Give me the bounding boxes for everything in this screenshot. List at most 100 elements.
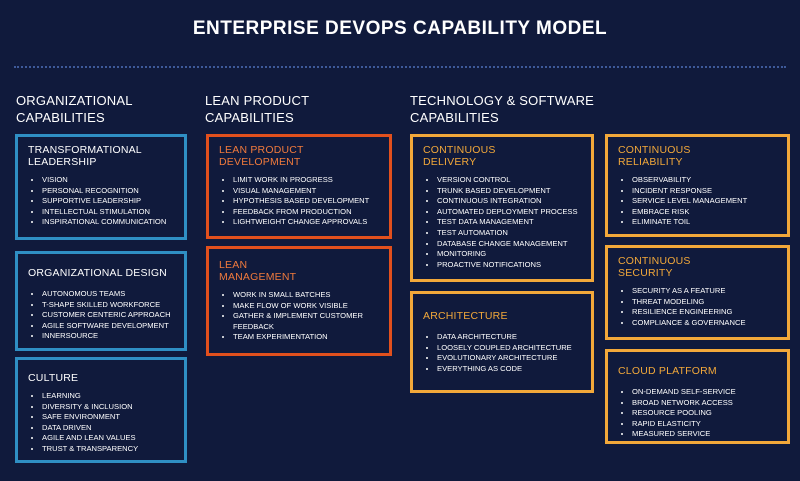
- box-title: CONTINUOUS RELIABILITY: [618, 144, 777, 168]
- list-item: WORK IN SMALL BATCHES: [233, 290, 379, 301]
- box-title-line: RELIABILITY: [618, 156, 683, 168]
- list-item: TEST AUTOMATION: [437, 228, 581, 239]
- box-lean-management: LEAN MANAGEMENT WORK IN SMALL BATCHESMAK…: [206, 246, 392, 356]
- box-transformational-leadership: TRANSFORMATIONAL LEADERSHIP VISIONPERSON…: [15, 134, 187, 240]
- dotted-divider: [14, 66, 786, 68]
- box-title-line: LEAN: [219, 259, 248, 271]
- box-organizational-design: ORGANIZATIONAL DESIGN AUTONOMOUS TEAMST-…: [15, 251, 187, 351]
- list-item: EVOLUTIONARY ARCHITECTURE: [437, 353, 581, 364]
- item-list: WORK IN SMALL BATCHESMAKE FLOW OF WORK V…: [219, 290, 379, 343]
- heading-technology-software-capabilities: TECHNOLOGY & SOFTWARE CAPABILITIES: [410, 92, 594, 126]
- box-title-line: LEADERSHIP: [28, 156, 97, 168]
- list-item: LIMIT WORK IN PROGRESS: [233, 175, 379, 186]
- item-list: AUTONOMOUS TEAMST-SHAPE SKILLED WORKFORC…: [28, 289, 174, 342]
- list-item: INTELLECTUAL STIMULATION: [42, 207, 174, 218]
- heading-line: ORGANIZATIONAL: [16, 93, 133, 108]
- item-list: VISIONPERSONAL RECOGNITIONSUPPORTIVE LEA…: [28, 175, 174, 228]
- item-list: LEARNINGDIVERSITY & INCLUSIONSAFE ENVIRO…: [28, 391, 174, 455]
- list-item: RAPID ELASTICITY: [632, 419, 777, 430]
- list-item: RESILIENCE ENGINEERING: [632, 307, 777, 318]
- list-item: DATA ARCHITECTURE: [437, 332, 581, 343]
- list-item: COMPLIANCE & GOVERNANCE: [632, 318, 777, 329]
- box-continuous-security: CONTINUOUS SECURITY SECURITY AS A FEATUR…: [605, 245, 790, 340]
- item-list: ON-DEMAND SELF-SERVICEBROAD NETWORK ACCE…: [618, 387, 777, 440]
- list-item: LOOSELY COUPLED ARCHITECTURE: [437, 343, 581, 354]
- box-title: ARCHITECTURE: [423, 310, 581, 322]
- box-title-line: CONTINUOUS: [618, 255, 691, 267]
- heading-line: TECHNOLOGY & SOFTWARE: [410, 93, 595, 108]
- heading-line: LEAN PRODUCT: [205, 93, 310, 108]
- list-item: PERSONAL RECOGNITION: [42, 186, 174, 197]
- item-list: VERSION CONTROLTRUNK BASED DEVELOPMENTCO…: [423, 175, 581, 270]
- list-item: LEARNING: [42, 391, 174, 402]
- box-title-line: CLOUD PLATFORM: [618, 365, 717, 377]
- list-item: ON-DEMAND SELF-SERVICE: [632, 387, 777, 398]
- list-item: FEEDBACK FROM PRODUCTION: [233, 207, 379, 218]
- box-title-line: MANAGEMENT: [219, 271, 297, 283]
- list-item: SERVICE LEVEL MANAGEMENT: [632, 196, 777, 207]
- box-architecture: ARCHITECTURE DATA ARCHITECTURELOOSELY CO…: [410, 291, 594, 393]
- list-item: INCIDENT RESPONSE: [632, 186, 777, 197]
- list-item: EVERYTHING AS CODE: [437, 364, 581, 375]
- list-item: MAKE FLOW OF WORK VISIBLE: [233, 301, 379, 312]
- box-title: LEAN MANAGEMENT: [219, 259, 379, 283]
- item-list: DATA ARCHITECTURELOOSELY COUPLED ARCHITE…: [423, 332, 581, 374]
- list-item: GATHER & IMPLEMENT CUSTOMER FEEDBACK: [233, 311, 379, 332]
- box-title-line: SECURITY: [618, 267, 673, 279]
- box-cloud-platform: CLOUD PLATFORM ON-DEMAND SELF-SERVICEBRO…: [605, 349, 790, 444]
- list-item: SUPPORTIVE LEADERSHIP: [42, 196, 174, 207]
- list-item: AUTONOMOUS TEAMS: [42, 289, 174, 300]
- box-title-line: DELIVERY: [423, 156, 477, 168]
- list-item: THREAT MODELING: [632, 297, 777, 308]
- box-culture: CULTURE LEARNINGDIVERSITY & INCLUSIONSAF…: [15, 357, 187, 463]
- list-item: CONTINUOUS INTEGRATION: [437, 196, 581, 207]
- page-title: ENTERPRISE DEVOPS CAPABILITY MODEL: [192, 18, 608, 39]
- box-title: TRANSFORMATIONAL LEADERSHIP: [28, 144, 174, 168]
- list-item: AGILE SOFTWARE DEVELOPMENT: [42, 321, 174, 332]
- list-item: MONITORING: [437, 249, 581, 260]
- list-item: DATABASE CHANGE MANAGEMENT: [437, 239, 581, 250]
- list-item: DATA DRIVEN: [42, 423, 174, 434]
- list-item: EMBRACE RISK: [632, 207, 777, 218]
- list-item: VERSION CONTROL: [437, 175, 581, 186]
- box-title: LEAN PRODUCT DEVELOPMENT: [219, 144, 379, 168]
- box-title-line: ORGANIZATIONAL DESIGN: [28, 267, 167, 279]
- list-item: BROAD NETWORK ACCESS: [632, 398, 777, 409]
- list-item: SECURITY AS A FEATURE: [632, 286, 777, 297]
- list-item: HYPOTHESIS BASED DEVELOPMENT: [233, 196, 379, 207]
- box-title-line: CONTINUOUS: [423, 144, 496, 156]
- list-item: LIGHTWEIGHT CHANGE APPROVALS: [233, 217, 379, 228]
- box-continuous-reliability: CONTINUOUS RELIABILITY OBSERVABILITYINCI…: [605, 134, 790, 237]
- box-title-line: TRANSFORMATIONAL: [28, 144, 142, 156]
- box-title: ORGANIZATIONAL DESIGN: [28, 267, 174, 279]
- list-item: PROACTIVE NOTIFICATIONS: [437, 260, 581, 271]
- heading-line: CAPABILITIES: [410, 110, 499, 125]
- box-title-line: CONTINUOUS: [618, 144, 691, 156]
- box-continuous-delivery: CONTINUOUS DELIVERY VERSION CONTROLTRUNK…: [410, 134, 594, 282]
- list-item: TRUNK BASED DEVELOPMENT: [437, 186, 581, 197]
- list-item: MEASURED SERVICE: [632, 429, 777, 440]
- heading-organizational-capabilities: ORGANIZATIONAL CAPABILITIES: [16, 92, 133, 126]
- list-item: DIVERSITY & INCLUSION: [42, 402, 174, 413]
- box-title: CONTINUOUS DELIVERY: [423, 144, 581, 168]
- box-title-line: CULTURE: [28, 372, 79, 384]
- list-item: INSPIRATIONAL COMMUNICATION: [42, 217, 174, 228]
- list-item: TRUST & TRANSPARENCY: [42, 444, 174, 455]
- list-item: TEAM EXPERIMENTATION: [233, 332, 379, 343]
- heading-lean-product-capabilities: LEAN PRODUCT CAPABILITIES: [205, 92, 309, 126]
- list-item: RESOURCE POOLING: [632, 408, 777, 419]
- list-item: INNERSOURCE: [42, 331, 174, 342]
- box-lean-product-development: LEAN PRODUCT DEVELOPMENT LIMIT WORK IN P…: [206, 134, 392, 239]
- box-title-line: DEVELOPMENT: [219, 156, 301, 168]
- item-list: OBSERVABILITYINCIDENT RESPONSESERVICE LE…: [618, 175, 777, 228]
- list-item: VISUAL MANAGEMENT: [233, 186, 379, 197]
- item-list: LIMIT WORK IN PROGRESSVISUAL MANAGEMENTH…: [219, 175, 379, 228]
- box-title: CLOUD PLATFORM: [618, 365, 777, 377]
- list-item: SAFE ENVIRONMENT: [42, 412, 174, 423]
- heading-line: CAPABILITIES: [16, 110, 105, 125]
- heading-line: CAPABILITIES: [205, 110, 294, 125]
- box-title: CONTINUOUS SECURITY: [618, 255, 777, 279]
- list-item: TEST DATA MANAGEMENT: [437, 217, 581, 228]
- box-title-line: ARCHITECTURE: [423, 310, 508, 322]
- list-item: AUTOMATED DEPLOYMENT PROCESS: [437, 207, 581, 218]
